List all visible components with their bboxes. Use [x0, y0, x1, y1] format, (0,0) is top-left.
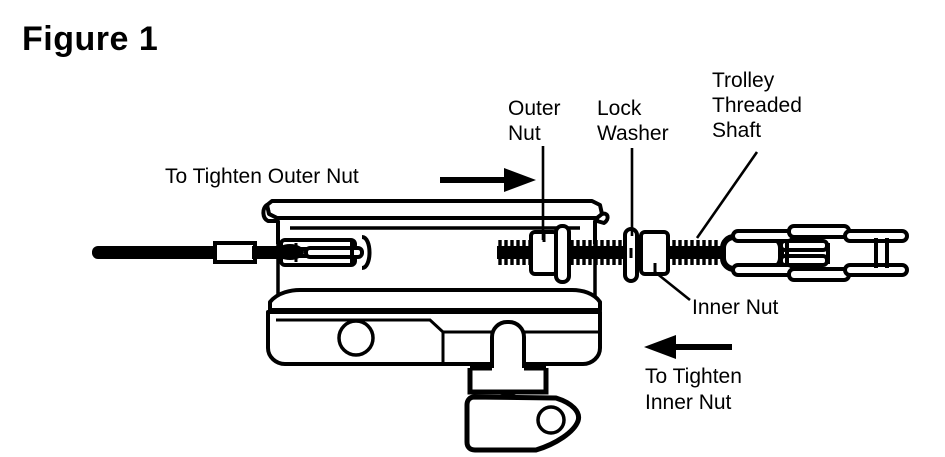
tighten-inner-nut-arrow: [644, 335, 732, 359]
cable: [92, 241, 298, 264]
trolley-body: [266, 288, 602, 366]
label-outer-nut: Outer Nut: [508, 97, 561, 145]
figure-title: Figure 1: [22, 20, 159, 58]
label-to-tighten-inner-nut: To Tighten Inner Nut: [645, 365, 742, 414]
leader-trolley-shaft: [695, 151, 759, 239]
label-lock-washer: Lock Washer: [597, 97, 669, 145]
leader-inner-nut: [654, 270, 691, 302]
emergency-release-collar: [467, 365, 549, 395]
inner-nut: [639, 230, 670, 276]
label-trolley-threaded-shaft: Trolley Threaded Shaft: [712, 69, 802, 142]
emergency-release-bracket: [464, 394, 582, 453]
chain-link-pins: [785, 238, 889, 268]
trolley-body-hole: [337, 319, 375, 357]
label-inner-nut: Inner Nut: [692, 296, 779, 319]
cable-clevis: [276, 235, 372, 270]
lock-washer: [623, 227, 639, 283]
flat-washer: [554, 224, 571, 284]
tighten-outer-nut-arrow: [440, 168, 536, 192]
leader-lines: [541, 146, 759, 302]
label-to-tighten-outer-nut: To Tighten Outer Nut: [165, 165, 359, 188]
